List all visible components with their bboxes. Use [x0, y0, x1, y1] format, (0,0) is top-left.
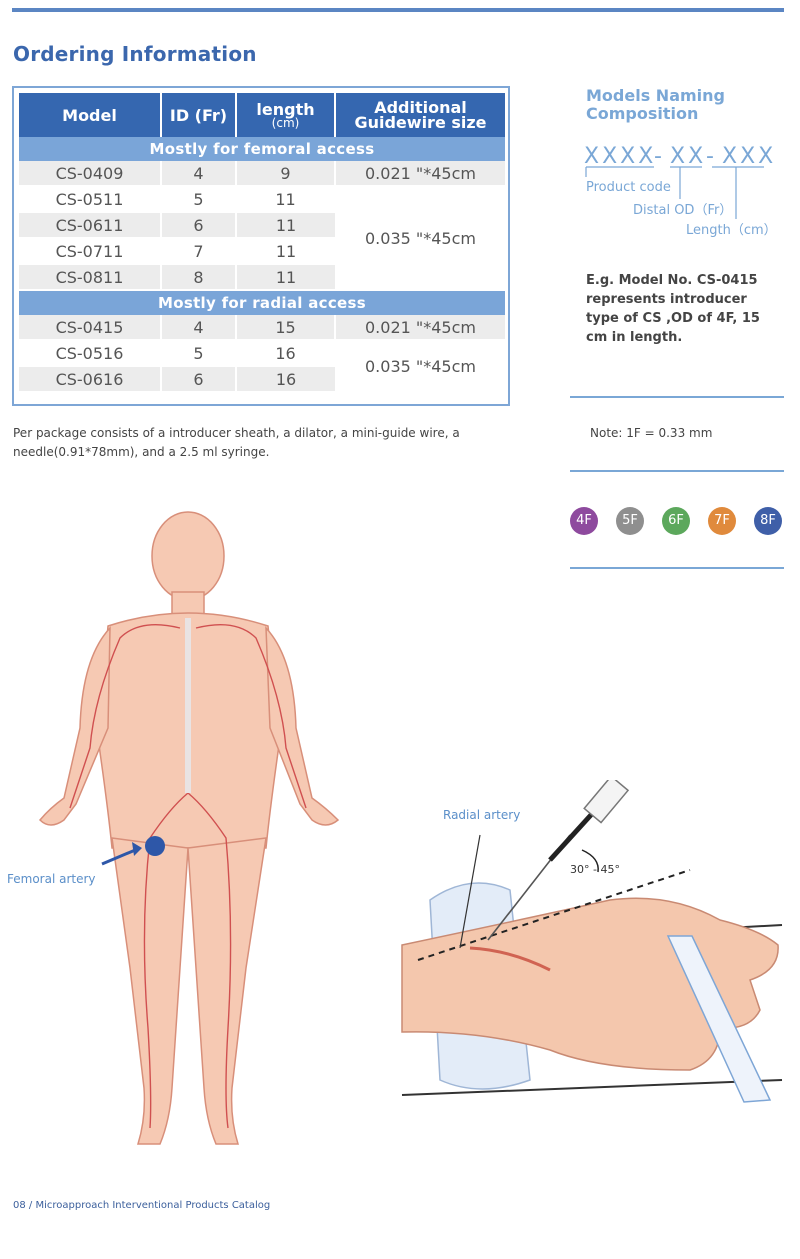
badge-5f: 5F	[616, 507, 644, 535]
model-cell: CS-0516	[19, 340, 162, 367]
id-cell: 7	[161, 238, 237, 265]
length-cell: 16	[236, 340, 336, 367]
wrist-illustration: 30° - 45°	[401, 780, 783, 1103]
model-cell: CS-0409	[19, 161, 162, 187]
naming-example: E.g. Model No. CS-0415 represents introd…	[586, 273, 760, 345]
femoral-artery-label: Femoral artery	[7, 872, 96, 886]
code-dash: -	[654, 144, 662, 169]
section-femoral: Mostly for femoral access	[19, 137, 505, 161]
label-distal-od: Distal OD（Fr）	[633, 203, 732, 218]
artery-lines	[69, 618, 307, 1129]
length-cell: 11	[236, 212, 335, 239]
guidewire-cell: 0.021 "*45cm	[335, 161, 505, 187]
table-row: CS-0616 6 16	[19, 366, 505, 393]
angle-label: 30° - 45°	[570, 863, 620, 876]
table-row: CS-0516 5 16 0.035 "*45cm	[19, 340, 505, 393]
id-cell: 5	[161, 340, 237, 367]
model-cell: CS-0415	[19, 315, 162, 341]
table-row: CS-0511 5 11 0.035 "*45cm	[19, 186, 505, 291]
badge-8f: 8F	[754, 507, 782, 535]
badge-6f: 6F	[662, 507, 690, 535]
col-header-length: length(cm)	[236, 93, 336, 137]
length-cell: 16	[236, 366, 335, 393]
table-row: CS-0415 4 15 0.021 "*45cm	[19, 315, 505, 341]
divider	[570, 396, 784, 398]
page-footer: 08 / Microapproach Interventional Produc…	[13, 1200, 271, 1211]
id-cell: 6	[161, 366, 237, 393]
length-cell: 11	[236, 186, 336, 213]
length-cell: 11	[236, 238, 335, 265]
divider	[570, 567, 784, 569]
code-part-length: XXX	[722, 144, 776, 169]
label-length: Length（cm）	[686, 223, 777, 238]
table-row: CS-0711 7 11	[19, 238, 505, 265]
code-part-product: XXXX	[584, 144, 656, 169]
conversion-note: Note: 1F = 0.33 mm	[590, 426, 713, 440]
col-header-model: Model	[19, 93, 162, 137]
code-dash: -	[706, 144, 714, 169]
length-cell: 11	[236, 264, 335, 291]
id-cell: 4	[161, 315, 237, 341]
guidewire-cell: 0.035 "*45cm	[335, 186, 505, 291]
badge-7f: 7F	[708, 507, 736, 535]
femoral-puncture-marker	[145, 836, 165, 856]
label-product-code: Product code	[586, 180, 671, 195]
table-row: CS-0611 6 11	[19, 212, 505, 239]
id-cell: 6	[161, 212, 237, 239]
table-row: CS-0409 4 9 0.021 "*45cm	[19, 161, 505, 187]
page-title: Ordering Information	[13, 42, 257, 66]
model-cell: CS-0811	[19, 264, 162, 291]
id-cell: 4	[161, 161, 237, 187]
id-cell: 5	[161, 186, 237, 213]
table-row: CS-0811 8 11	[19, 264, 505, 291]
divider	[570, 470, 784, 472]
model-cell: CS-0616	[19, 366, 162, 393]
length-cell: 15	[236, 315, 336, 341]
badge-4f: 4F	[570, 507, 598, 535]
guidewire-cell: 0.021 "*45cm	[335, 315, 505, 341]
package-note: Per package consists of a introducer she…	[13, 426, 460, 459]
model-cell: CS-0511	[19, 186, 162, 213]
naming-diagram: XXXX - XX - XXX Product code Distal OD（F…	[584, 144, 777, 238]
guidewire-cell: 0.035 "*45cm	[335, 340, 505, 393]
code-part-distal: XX	[670, 144, 706, 169]
naming-leader-lines	[585, 166, 764, 219]
id-cell: 8	[161, 264, 237, 291]
radial-artery-label: Radial artery	[443, 808, 521, 822]
col-header-id: ID (Fr)	[161, 93, 237, 137]
length-cell: 9	[236, 161, 336, 187]
size-badges: 4F 5F 6F 7F 8F	[570, 507, 784, 537]
section-radial: Mostly for radial access	[19, 290, 505, 315]
model-cell: CS-0611	[19, 212, 162, 239]
model-cell: CS-0711	[19, 238, 162, 265]
top-rule	[12, 8, 784, 12]
body-illustration	[38, 511, 340, 1145]
